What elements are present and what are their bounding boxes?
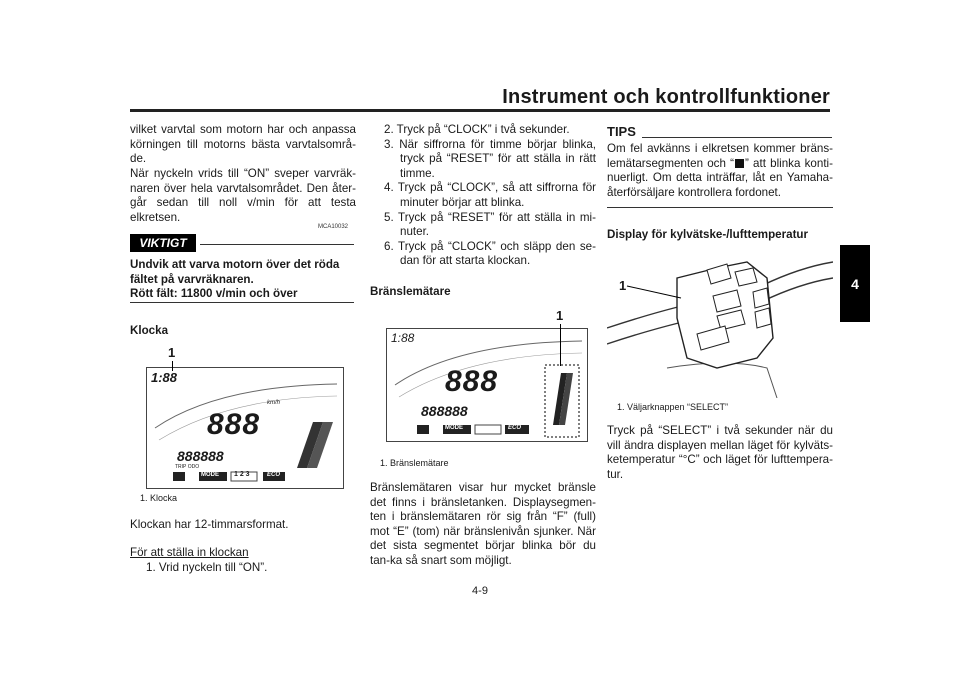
clock-callout-line (172, 361, 173, 371)
setup-heading: För att ställa in klockan (130, 546, 249, 559)
fuel-text: Bränslemätaren visar hur mycket bränsle … (370, 481, 596, 567)
setup-step-1: 1. Vrid nyckeln till “ON”. (146, 561, 268, 574)
display-heading: Display för kylvätske-/lufttemperatur (607, 228, 809, 241)
col1-paragraph-2: När nyckeln vrids till “ON” sveper varvr… (130, 167, 356, 224)
fuel-lcd-eco-label: ECO (508, 425, 522, 431)
tips-text: Om fel avkänns i elkretsen kommer bräns-… (607, 142, 833, 200)
fuel-pump-icon (734, 158, 744, 168)
fuel-lcd-small-digits: 888888 (421, 403, 468, 419)
handlebar-switch-drawing (607, 261, 833, 398)
header-rule (130, 109, 830, 112)
viktigt-bottom-rule (130, 302, 354, 303)
fuel-heading: Bränslemätare (370, 285, 451, 298)
chapter-tab: 4 (840, 245, 870, 322)
fuel-callout-line (560, 324, 561, 366)
lcd-unit-label: km/h (267, 400, 281, 406)
fuel-lcd-drawing (394, 340, 583, 438)
tips-text-before: Om fel avkänns i elkretsen kommer bräns-… (607, 142, 833, 170)
clock-step: 6. Tryck på “CLOCK” och släpp den se-dan… (384, 239, 596, 268)
col1-paragraph-1: vilket varvtal som motorn har och anpass… (130, 123, 356, 166)
lcd-big-digits: 888 (207, 408, 261, 441)
clock-step: 3. När siffrorna för timme börjar blinka… (384, 137, 596, 180)
clock-figure: 1:88 888 888888 MODE 1 2 3 ECO km/h TRIP… (130, 345, 356, 510)
lcd-drawing (154, 383, 338, 482)
tips-text-after: ” att blinka konti-nuerligt. Om detta in… (607, 156, 833, 199)
klocka-text: Klockan har 12-timmarsformat. (130, 518, 289, 531)
lcd-eco-label: ECO (267, 472, 281, 478)
fuel-figure-caption: 1. Bränslemätare (380, 458, 449, 468)
lcd-gear-digits: 1 2 3 (234, 471, 250, 478)
lcd-trip-label: TRIP ODO (175, 464, 200, 470)
page-number: 4-9 (472, 585, 488, 597)
switch-figure-caption: 1. Väljarknappen “SELECT” (617, 402, 729, 412)
viktigt-text-1: Undvik att varva motorn över det röda fä… (130, 258, 340, 286)
page-header-title: Instrument och kontrollfunktioner (502, 86, 830, 108)
fuel-lcd-clock: 1:88 (391, 331, 415, 345)
select-text: Tryck på “SELECT” i två sekunder när du … (607, 424, 833, 481)
klocka-heading: Klocka (130, 324, 169, 337)
lcd-small-digits: 888888 (177, 448, 224, 464)
clock-step: 4. Tryck på “CLOCK”, så att siffrorna fö… (384, 181, 596, 209)
fuel-callout: 1 (556, 308, 564, 323)
clock-step: 5. Tryck på “RESET” för att ställa in mi… (384, 210, 596, 239)
switch-callout: 1 (619, 278, 627, 293)
lcd-panel: 1:88 888 888888 MODE 1 2 3 ECO km/h TRIP… (146, 367, 344, 489)
switch-figure: 1 (607, 248, 833, 398)
tips-label: TIPS (607, 124, 636, 139)
viktigt-rule (200, 244, 354, 245)
clock-callout: 1 (168, 345, 176, 360)
lcd-clock-digits: 1:88 (151, 370, 178, 385)
lcd-mode-label: MODE (201, 472, 219, 478)
fuel-lcd-big-digits: 888 (445, 365, 499, 398)
viktigt-label: VIKTIGT (130, 234, 196, 252)
fuel-lcd-panel: 1:88 888 888888 MODE ECO (386, 328, 588, 442)
tips-top-rule (642, 137, 832, 138)
clock-figure-caption: 1. Klocka (140, 493, 178, 503)
fuel-figure: 1:88 888 888888 MODE ECO 1 (370, 308, 596, 470)
clock-steps-list: 2. Tryck på “CLOCK” i två sekunder. 3. N… (384, 123, 596, 269)
viktigt-text-2: Rött fält: 11800 v/min och över (130, 287, 298, 300)
tips-bottom-rule (607, 207, 833, 208)
clock-step: 2. Tryck på “CLOCK” i två sekunder. (384, 123, 570, 136)
viktigt-code: MCA10032 (318, 224, 349, 230)
fuel-lcd-mode-label: MODE (445, 425, 463, 431)
